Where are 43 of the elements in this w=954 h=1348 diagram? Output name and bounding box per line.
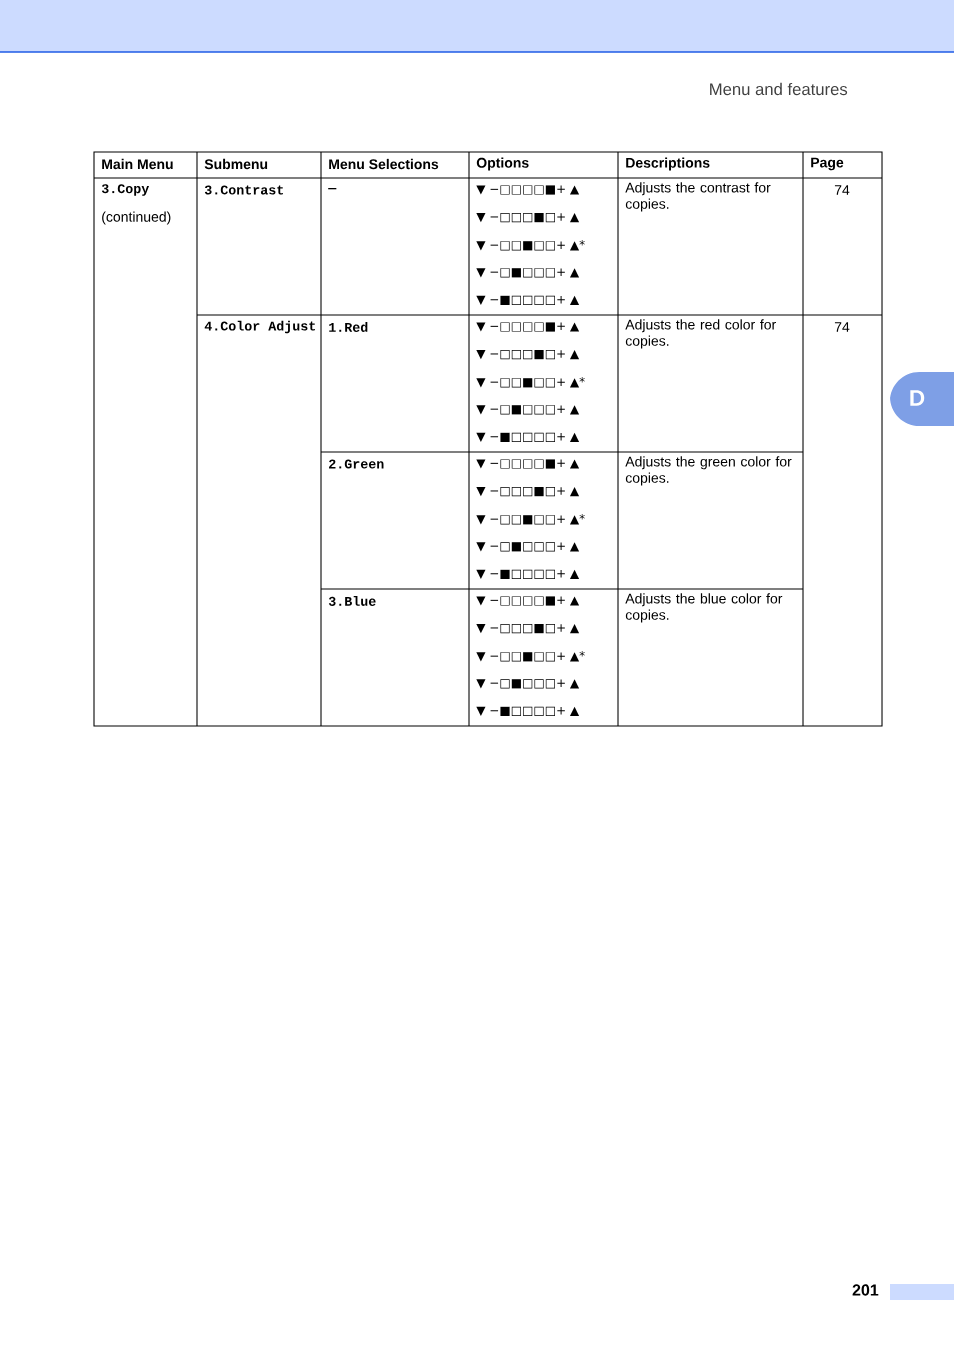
- column-header: Descriptions: [626, 157, 710, 171]
- page-reference: 74: [834, 322, 850, 332]
- description-text: Adjusts the blue color for copies.: [625, 593, 783, 623]
- column-header: Submenu: [204, 158, 268, 170]
- option-setting: ▼ −■□□□□+ ▲: [476, 706, 580, 716]
- description-text: Adjusts the red color for copies.: [625, 319, 776, 349]
- option-setting: ▼ −□□□□■+ ▲: [476, 185, 580, 195]
- option-setting: ▼ −□□□■□+ ▲: [476, 350, 580, 360]
- option-setting: ▼ −□■□□□+ ▲: [476, 542, 580, 552]
- option-setting: ▼ −□■□□□+ ▲: [476, 268, 580, 278]
- option-setting: ▼ −□□■□□+ ▲*: [476, 651, 585, 662]
- section-tab: D: [890, 372, 954, 426]
- menu-item: 3.Copy: [101, 184, 150, 196]
- continued-note: (continued): [102, 211, 171, 225]
- menu-item: —: [328, 188, 337, 190]
- option-setting: ▼ −□□■□□+ ▲*: [476, 240, 585, 251]
- column-header: Menu Selections: [329, 158, 439, 170]
- column-header: Page: [811, 157, 844, 171]
- option-setting: ▼ −□■□□□+ ▲: [476, 679, 580, 689]
- option-setting: ▼ −□□□■□+ ▲: [476, 624, 580, 634]
- menu-item: 3.Blue: [328, 596, 376, 606]
- description-text: Adjusts the green color for copies.: [625, 456, 792, 486]
- option-setting: ▼ −□□□□■+ ▲: [476, 459, 580, 469]
- option-setting: ▼ −■□□□□+ ▲: [476, 295, 580, 305]
- option-setting: ▼ −■□□□□+ ▲: [476, 432, 580, 442]
- column-header: Main Menu: [102, 158, 173, 170]
- menu-item: 1.Red: [329, 322, 368, 332]
- option-setting: ▼ −□□□■□+ ▲: [476, 213, 580, 223]
- option-setting: ▼ −□□□□■+ ▲: [476, 322, 580, 332]
- menu-item: 4.Color Adjust: [204, 320, 315, 334]
- page-reference: 74: [834, 185, 850, 195]
- column-header: Options: [476, 157, 529, 171]
- description-text: Adjusts the contrast for copies.: [625, 182, 771, 212]
- option-setting: ▼ −□□□□■+ ▲: [476, 596, 580, 606]
- option-setting: ▼ −□■□□□+ ▲: [476, 405, 580, 415]
- menu-item: 2.Green: [329, 459, 384, 469]
- page-number: 201: [852, 1284, 879, 1296]
- option-setting: ▼ −□□■□□+ ▲*: [476, 514, 585, 525]
- page-header-text: Menu and features: [710, 82, 848, 96]
- option-setting: ▼ −■□□□□+ ▲: [476, 569, 580, 579]
- menu-item: 3.Contrast: [204, 185, 283, 195]
- option-setting: ▼ −□□□■□+ ▲: [476, 487, 580, 497]
- option-setting: ▼ −□□■□□+ ▲*: [476, 377, 585, 388]
